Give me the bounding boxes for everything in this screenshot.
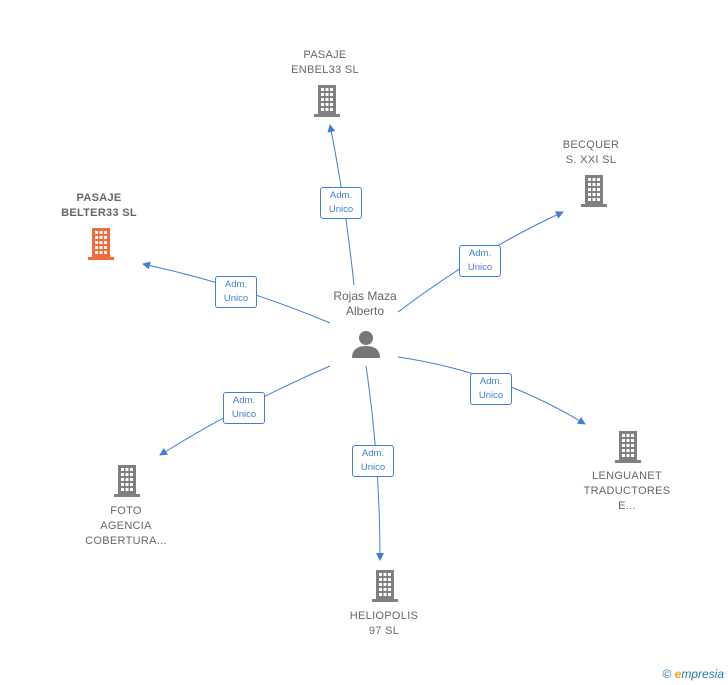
center-person-name[interactable]: Rojas Maza Alberto bbox=[333, 289, 397, 318]
company-label-foto[interactable]: FOTO AGENCIA COBERTURA... bbox=[85, 505, 167, 547]
relation-label-becquer: Adm. Unico bbox=[459, 245, 501, 277]
company-label-belter33[interactable]: PASAJE BELTER33 SL bbox=[61, 192, 137, 219]
company-label-becquer[interactable]: BECQUER S. XXI SL bbox=[562, 139, 620, 166]
company-label-enbel33[interactable]: PASAJE ENBEL33 SL bbox=[291, 49, 359, 76]
brand-footer: © empresia bbox=[662, 667, 724, 681]
brand-logo-text: mpresia bbox=[681, 667, 724, 681]
company-label-heliopolis[interactable]: HELIOPOLIS 97 SL bbox=[349, 610, 419, 637]
building-icon[interactable] bbox=[85, 227, 117, 261]
building-icon[interactable] bbox=[578, 174, 610, 208]
relation-label-heliopolis: Adm. Unico bbox=[352, 445, 394, 477]
person-icon[interactable] bbox=[351, 329, 381, 359]
relation-label-enbel33: Adm. Unico bbox=[320, 187, 362, 219]
relation-label-belter33: Adm. Unico bbox=[215, 276, 257, 308]
relation-label-lenguanet: Adm. Unico bbox=[470, 373, 512, 405]
relation-label-foto: Adm. Unico bbox=[223, 392, 265, 424]
brand-logo-initial: e bbox=[674, 667, 682, 681]
building-icon[interactable] bbox=[369, 569, 401, 603]
building-icon[interactable] bbox=[111, 464, 143, 498]
building-icon[interactable] bbox=[612, 430, 644, 464]
copyright-icon: © bbox=[662, 667, 672, 681]
building-icon[interactable] bbox=[311, 84, 343, 118]
company-label-lenguanet[interactable]: LENGUANET TRADUCTORES E... bbox=[583, 470, 671, 512]
